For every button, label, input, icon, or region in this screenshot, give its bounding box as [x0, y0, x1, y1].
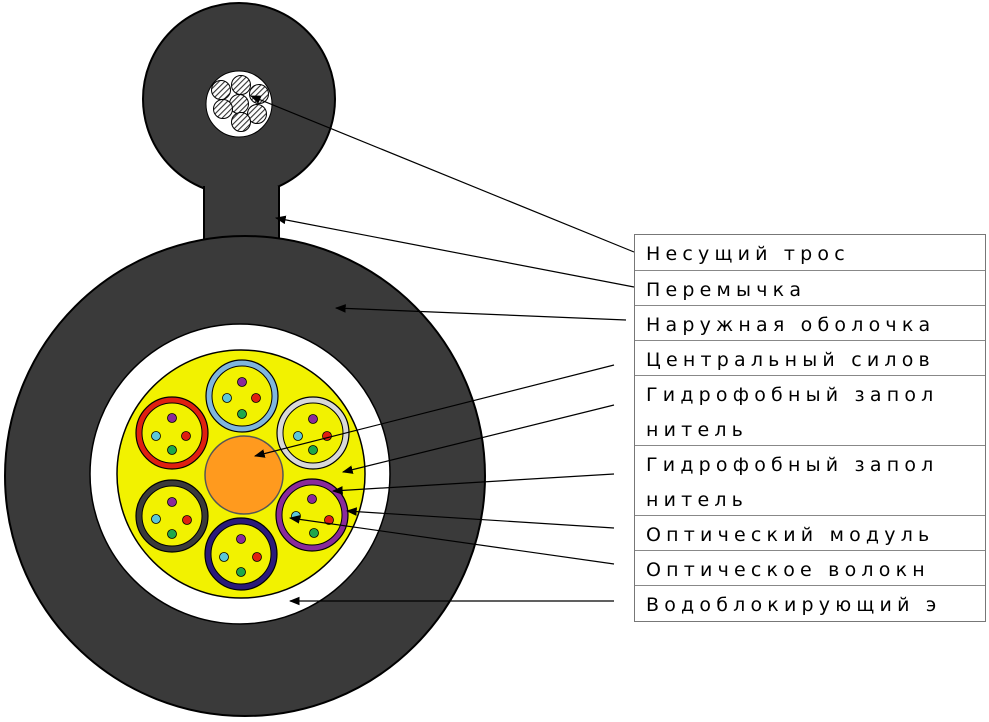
optical-module-red-tube	[135, 396, 209, 470]
legend-row-gel-filler-2: Гидрофобный запол нитель	[635, 445, 985, 515]
optical-fiber	[167, 445, 177, 455]
optical-modules	[135, 359, 350, 591]
legend-label: Перемычка	[646, 279, 807, 301]
optical-fiber	[222, 393, 232, 403]
optical-fiber	[219, 552, 229, 562]
legend-label: Оптический модуль	[646, 524, 935, 546]
legend-label: Гидрофобный запол нитель	[646, 454, 939, 511]
legend-row-outer-jacket: Наружная оболочка	[635, 305, 985, 340]
legend-row-water-blocking: Водоблокирующий э	[635, 585, 985, 621]
optical-module-navy-tube	[204, 517, 278, 591]
optical-fiber	[236, 534, 246, 544]
optical-module-violet-tube	[275, 478, 349, 552]
optical-fiber	[293, 431, 303, 441]
leader-line-messenger	[249, 95, 635, 253]
legend-label: Гидрофобный запол нитель	[646, 384, 939, 441]
optical-fiber	[167, 497, 177, 507]
leader-lines	[249, 95, 635, 606]
optical-module-black-tube	[135, 479, 209, 553]
module-gel	[281, 484, 343, 546]
messenger-strand	[231, 112, 251, 132]
messenger-strand	[249, 84, 269, 104]
messenger-wire	[205, 70, 273, 138]
optical-fiber	[324, 515, 334, 525]
module-gel	[141, 485, 203, 547]
optical-fiber	[307, 494, 317, 504]
module-gel	[141, 402, 203, 464]
leader-line-gel-filler-1	[341, 404, 615, 474]
messenger-strand	[213, 99, 233, 119]
optical-fiber	[308, 445, 318, 455]
optical-fiber	[237, 409, 247, 419]
leader-line-web	[274, 215, 635, 288]
optical-module-white-tube	[276, 396, 350, 470]
leader-line-optical-fiber	[288, 515, 615, 565]
optical-fiber	[251, 393, 261, 403]
legend-row-gel-filler-1: Гидрофобный запол нитель	[635, 375, 985, 445]
messenger-strand	[247, 104, 267, 124]
leader-line-optical-module	[345, 507, 615, 529]
module-gel	[210, 523, 272, 585]
optical-fiber	[237, 377, 247, 387]
legend-label: Несущий трос	[646, 243, 850, 265]
legend-row-web: Перемычка	[635, 270, 985, 305]
legend-label: Водоблокирующий э	[646, 594, 942, 616]
optical-fiber	[309, 528, 319, 538]
leader-line-central-member	[253, 364, 615, 458]
legend-label: Центральный силов	[646, 349, 935, 371]
legend-label: Наружная оболочка	[646, 314, 936, 336]
leader-line-gel-filler-2	[331, 473, 615, 495]
optical-fiber	[252, 552, 262, 562]
legend-label: Оптическое волокн	[646, 559, 930, 581]
central-strength-member	[204, 435, 284, 515]
legend-row-central-member: Центральный силов	[635, 340, 985, 375]
legend-table: Несущий трос Перемычка Наружная оболочка…	[634, 234, 986, 622]
optical-fiber	[151, 431, 161, 441]
optical-fiber	[167, 413, 177, 423]
optical-fiber	[182, 515, 192, 525]
module-gel	[282, 402, 344, 464]
optical-module-blue-tube	[205, 359, 279, 433]
leader-line-outer-jacket	[334, 304, 627, 321]
legend-row-optical-fiber: Оптическое волокн	[635, 550, 985, 585]
optical-fiber	[308, 414, 318, 424]
module-gel	[211, 365, 273, 427]
legend-row-messenger: Несущий трос	[635, 235, 985, 270]
messenger-strand	[231, 75, 251, 95]
optical-fiber	[181, 431, 191, 441]
optical-fiber	[236, 567, 246, 577]
messenger-strand	[211, 80, 231, 100]
optical-fiber	[167, 529, 177, 539]
legend-row-optical-module: Оптический модуль	[635, 515, 985, 550]
optical-fiber	[151, 514, 161, 524]
